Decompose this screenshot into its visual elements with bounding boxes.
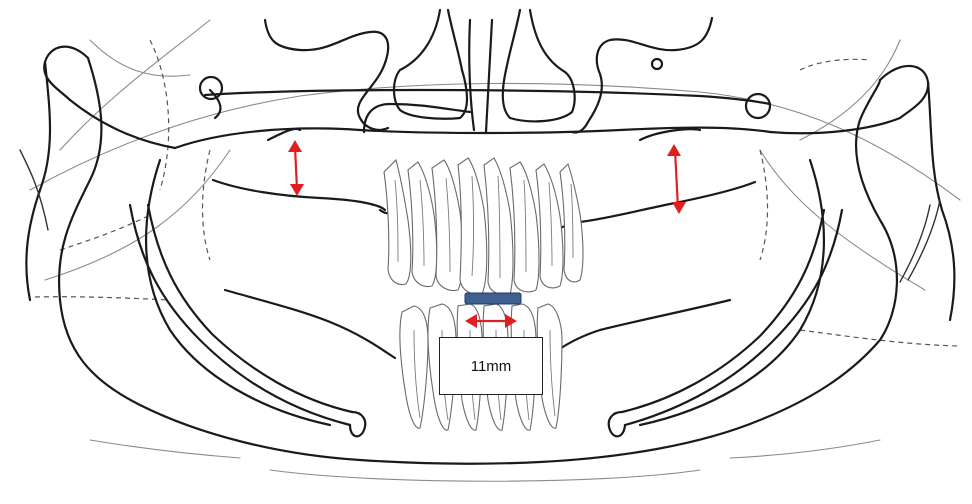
measurement-label-text: 11mm — [471, 358, 512, 375]
upper-teeth — [384, 158, 583, 295]
condyles — [44, 47, 928, 118]
implant-bar — [465, 293, 521, 304]
left-height-arrow — [288, 140, 304, 196]
foramen-mark — [652, 59, 662, 69]
midface-structures — [265, 10, 712, 133]
measurement-label: 11mm — [439, 337, 543, 395]
